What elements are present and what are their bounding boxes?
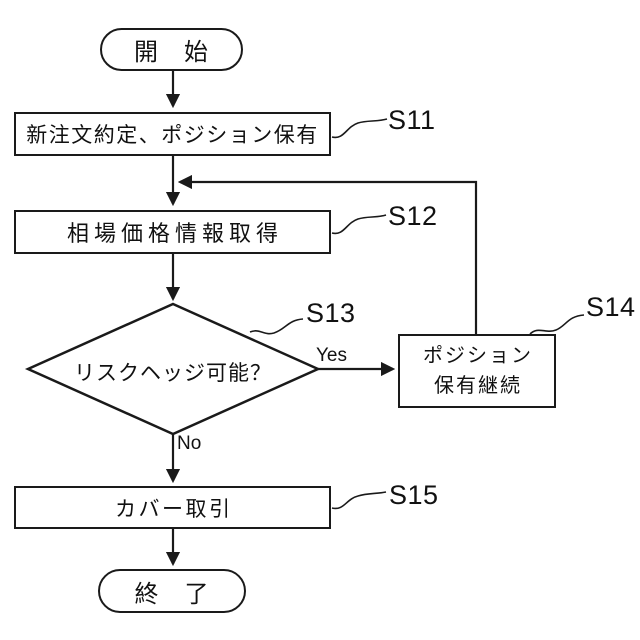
process-s12-label: 相場価格情報取得 [66,221,283,246]
end-label: 終 了 [134,580,210,608]
step-label-s11: S11 [388,105,436,135]
process-s14-position-continue: ポジション 保有継続 [398,334,556,408]
step-label-s13: S13 [306,298,356,328]
start-label: 開 始 [134,39,209,66]
end-terminal: 終 了 [98,569,246,613]
leader-s14 [529,314,585,335]
leader-s12 [331,214,387,235]
arrow-s14-loopback [177,174,478,334]
process-s11-label: 新注文約定、ポジション保有 [26,124,319,147]
leader-s15 [331,491,387,510]
start-terminal: 開 始 [100,28,243,71]
process-s11-new-order-position: 新注文約定、ポジション保有 [14,112,331,156]
process-s12-market-price-info: 相場価格情報取得 [14,210,331,254]
decision-s13-risk-hedge: リスクヘッジ可能？ [74,362,272,385]
process-s15-label: カバー取引 [115,497,233,521]
branch-label-yes: Yes [316,345,347,366]
process-s14-label-line2: 保有継続 [434,375,522,397]
branch-label-no: No [177,433,202,454]
leader-s13 [249,318,304,335]
process-s14-label-line1: ポジション [423,345,533,367]
step-label-s15: S15 [389,480,439,510]
process-s15-cover-trade: カバー取引 [14,486,331,529]
leader-s11 [331,118,388,139]
step-label-s12: S12 [388,201,438,231]
step-label-s14: S14 [586,292,636,322]
